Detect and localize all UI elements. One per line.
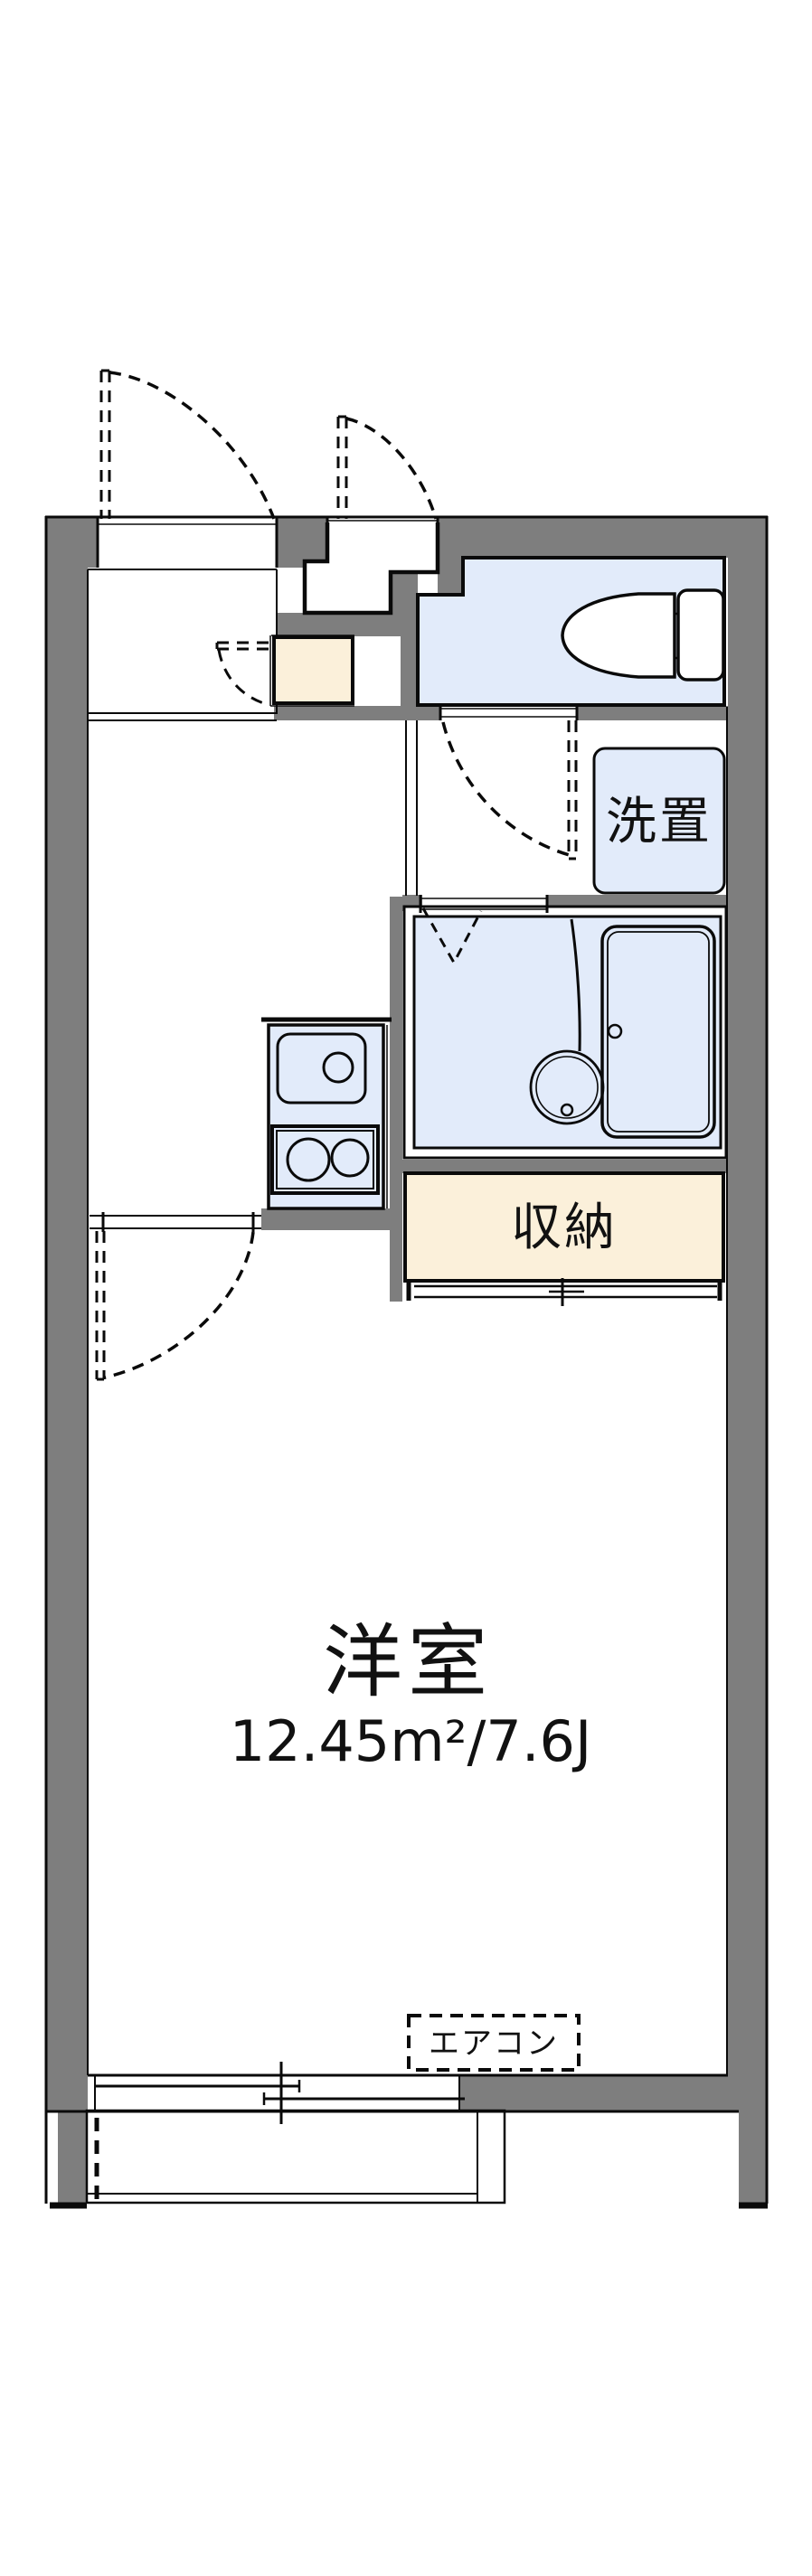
sink-icon: [276, 1032, 367, 1105]
wall-under-hall: [274, 706, 440, 720]
door-arc: [217, 649, 270, 707]
wall-right-lower: [739, 2112, 768, 2204]
bathtub-drain: [607, 1023, 623, 1039]
kitchen-unit: [261, 1017, 392, 1210]
window-end-ticks: [262, 2080, 301, 2105]
basin-drain: [560, 1103, 574, 1117]
sink-drain: [322, 1051, 354, 1084]
wall-top-c: [438, 516, 728, 558]
wall-genkan-step: [391, 572, 407, 613]
genkan-step-edge: [302, 522, 440, 616]
room-door-wall: [90, 1212, 261, 1232]
door-leaf: [336, 415, 348, 519]
left-room: [88, 569, 278, 721]
aircon-box: エアコン: [407, 2014, 581, 2072]
wall-under-kitchen: [261, 1208, 402, 1230]
door-leaf: [99, 369, 111, 519]
toilet-room: [416, 556, 726, 720]
stove-outer: [270, 1124, 380, 1195]
toilet-door-arc: [441, 720, 578, 860]
closet: 収納: [403, 1171, 725, 1306]
window-sliding-icon: [94, 2062, 465, 2124]
wall-right: [728, 516, 768, 2112]
bath-folding-door-icon: [421, 907, 483, 966]
door-arc: [104, 1231, 255, 1379]
bath-doorway-threshold: [420, 898, 547, 910]
bath-divider-line: [570, 918, 581, 1052]
balcony-outline: [85, 2109, 506, 2205]
slide-end-stubs: [406, 1281, 722, 1301]
wall-under-genkan: [277, 613, 407, 636]
toilet-doorway-threshold: [440, 708, 577, 718]
room-door-arc: [95, 1231, 255, 1381]
wall-above-closet: [402, 1160, 728, 1173]
shoe-cabinet-outline: [269, 635, 354, 707]
bath-floor: [412, 915, 722, 1150]
shoe-cabinet-box: [272, 635, 354, 705]
toilet-hinge: [675, 612, 678, 660]
wall-top-a: [45, 516, 98, 568]
aircon-label: エアコン: [429, 2026, 559, 2062]
wall-top-b: [277, 516, 327, 568]
laundry-area: 洗置: [405, 720, 726, 896]
toilet-bowl: [561, 592, 676, 679]
toilet-tank: [676, 588, 725, 682]
main-room-labels: 洋室 12.45m²/7.6J: [230, 1615, 592, 1774]
wash-basin-icon: [529, 1049, 605, 1125]
door-leaf: [215, 641, 271, 651]
toilet-icon: [561, 588, 725, 682]
closet-label: 収納: [511, 1199, 618, 1257]
genkan-floor: [305, 522, 438, 613]
door-leaf: [95, 1231, 106, 1381]
walls: [45, 516, 768, 2204]
washing-machine-space: [592, 747, 726, 895]
laundry-label: 洗置: [606, 793, 713, 851]
door-arc: [109, 371, 276, 520]
entrance-left-door-arc: [99, 369, 276, 520]
door-arc: [441, 721, 573, 858]
wall-bath-left-strip: [390, 897, 402, 1302]
bathtub-outer: [600, 925, 716, 1139]
door-swings: [95, 369, 578, 1381]
sink-basin: [276, 1032, 367, 1105]
entrance-main-door-arc: [336, 415, 438, 520]
closet-box: [403, 1171, 725, 1283]
shoe-cabinet: [269, 635, 354, 707]
wall-genkan-right: [438, 516, 463, 595]
door-jambs: [101, 1212, 255, 1232]
toilet-doorway-jambs: [439, 705, 579, 720]
wall-left-lower: [58, 2112, 87, 2204]
wall-under-toilet: [577, 706, 728, 720]
wall-bottom: [459, 2074, 728, 2111]
door-arc: [345, 417, 438, 520]
room-name-label: 洋室: [323, 1615, 493, 1708]
stove-burner-left: [286, 1137, 331, 1182]
bathroom: [402, 895, 728, 1160]
stove-burner-right: [330, 1138, 370, 1178]
stove-inner: [276, 1130, 374, 1189]
genkan-entrance: [302, 520, 440, 616]
shoe-cabinet-door-arc: [215, 641, 271, 707]
room-size-label: 12.45m²/7.6J: [230, 1708, 592, 1774]
aircon-dashed-box: [407, 2014, 581, 2072]
door-leaf: [567, 720, 578, 860]
bath-doorway-jambs: [419, 895, 549, 913]
balcony: [85, 2109, 506, 2205]
basin-outer: [529, 1049, 605, 1125]
partition-wall-lines: [405, 720, 418, 896]
closet-sliding-door-icon: [406, 1278, 722, 1306]
basin-inner: [535, 1056, 599, 1119]
stove-icon: [270, 1124, 380, 1195]
wall-left: [45, 516, 88, 2112]
bathtub-icon: [600, 925, 716, 1139]
